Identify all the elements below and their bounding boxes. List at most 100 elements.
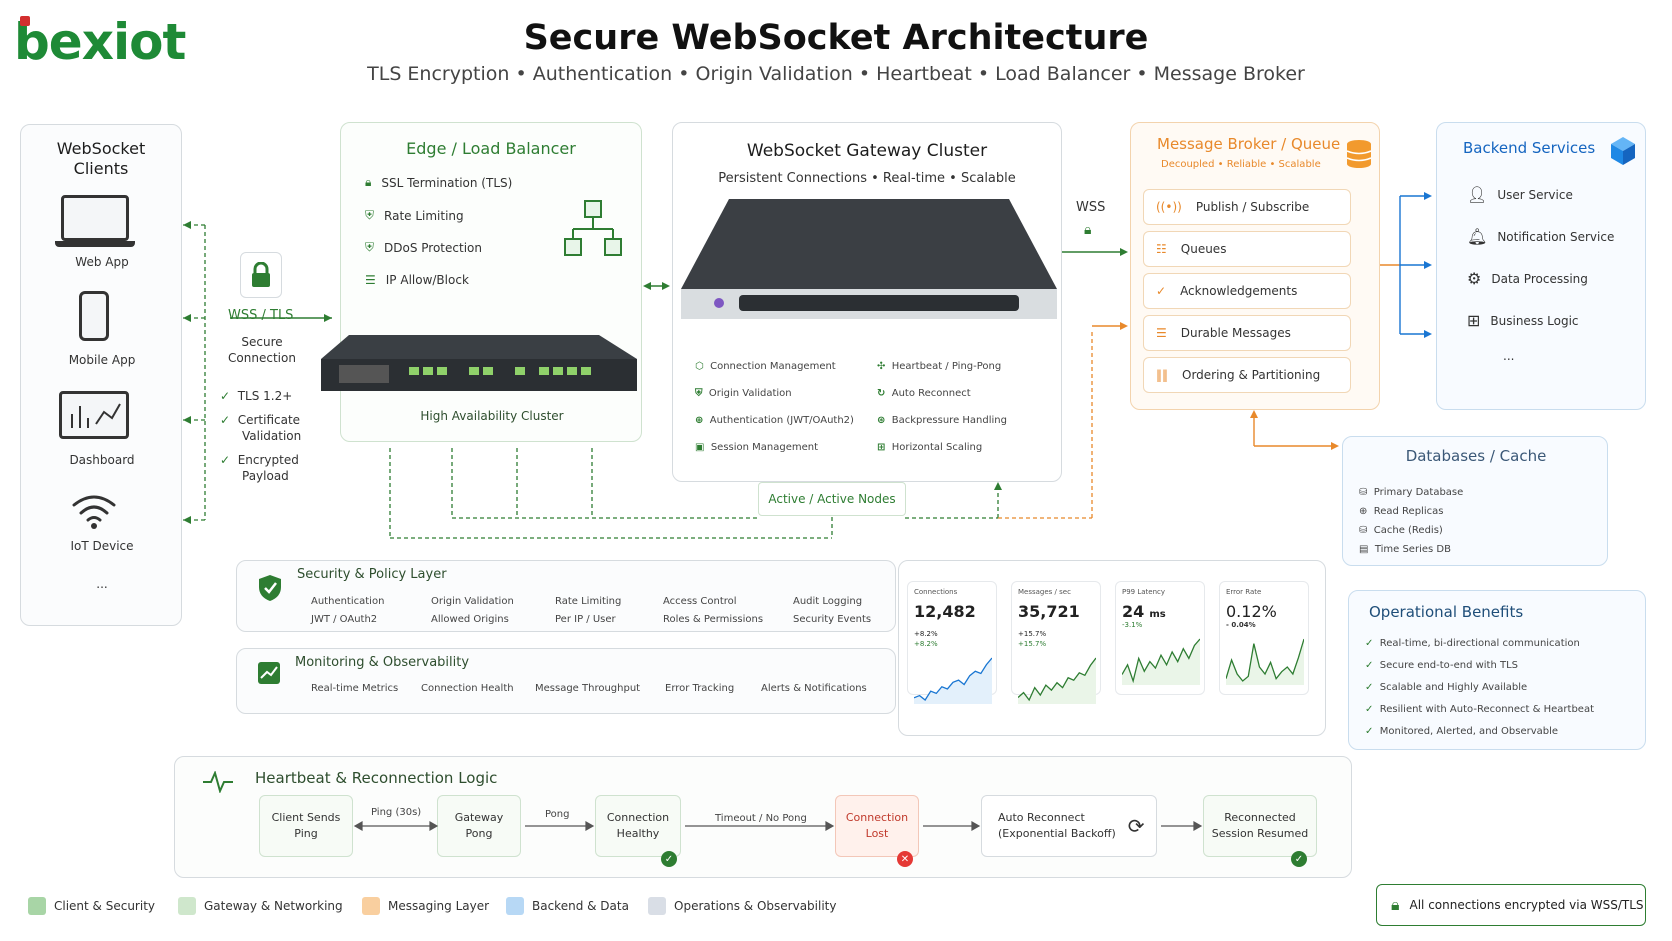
gateway-feature: Heartbeat / Ping-Pong (891, 361, 1002, 372)
metric-card: Connections 12,482 +8.2% +8.2% (907, 581, 997, 704)
gateway-right-features: ✣ Heartbeat / Ping-Pong ↻ Auto Reconnect… (877, 353, 1007, 461)
clients-panel: WebSocket Clients Web App Mobile App Das… (20, 124, 182, 626)
chart-up-icon (258, 662, 280, 684)
connection-icon: ⬡ (695, 361, 704, 372)
edge-caption: High Availability Cluster (420, 409, 564, 423)
backend-item: User Service (1497, 187, 1573, 202)
client-web-app[interactable]: Web App (75, 255, 129, 269)
gateway-feature: Connection Management (710, 361, 836, 372)
gateway-feature: Auto Reconnect (891, 388, 971, 399)
heartbeat-arrows (353, 820, 1203, 832)
replica-icon: ⊕ (1359, 506, 1368, 517)
hb-step-line: Reconnected (1224, 811, 1296, 824)
hb-step-line: (Exponential Backoff) (998, 827, 1116, 840)
client-dashboard[interactable]: Dashboard (69, 453, 135, 467)
clients-title-line: Clients (73, 159, 129, 178)
metric-label: Connections (914, 588, 958, 596)
benefit-item: Scalable and Highly Available (1379, 682, 1528, 693)
legend-item: Gateway & Networking (178, 897, 343, 915)
secure-connection-line: Secure (241, 335, 283, 349)
subtitle-item: Authentication (532, 63, 673, 85)
resumed-check-icon: ✓ (1291, 851, 1307, 867)
secure-connection-label: Secure Connection (222, 334, 302, 366)
monitoring-title: Monitoring & Observability (295, 655, 470, 670)
backend-panel: Backend Services 👤︎User Service 🔔︎Notifi… (1436, 122, 1646, 410)
phone-icon (79, 291, 109, 341)
metric-unit: ms (1149, 609, 1166, 620)
client-iot-device[interactable]: IoT Device (70, 539, 134, 553)
lock-icon: 🔒︎ (1391, 895, 1400, 914)
database-item: Time Series DB (1374, 544, 1451, 555)
hb-step-reconnect: Auto Reconnect(Exponential Backoff)⟳ (981, 795, 1157, 857)
metric-delta: +8.2% (914, 630, 938, 638)
legend-label: Messaging Layer (388, 899, 490, 913)
legend-item: Backend & Data (506, 897, 629, 915)
legend-swatch (648, 897, 666, 915)
gateway-title: WebSocket Gateway Cluster (746, 141, 988, 161)
databases-panel: Databases / Cache ⛁ Primary Database ⊕ R… (1342, 436, 1608, 566)
subtitle-item: Heartbeat (876, 63, 972, 85)
gear-icon: ⚙ (1467, 269, 1482, 288)
edge-feature: IP Allow/Block (385, 273, 469, 287)
monitoring-item: Message Throughput (535, 683, 641, 694)
broker-item-label: Publish / Subscribe (1195, 200, 1310, 214)
metric-label: P99 Latency (1122, 588, 1166, 596)
gateway-subtitle: Persistent Connections • Real-time • Sca… (718, 171, 1016, 186)
client-mobile-app[interactable]: Mobile App (68, 353, 136, 367)
legend-item: Client & Security (28, 897, 155, 915)
shield-icon: ⛨ (365, 208, 375, 222)
check-icon: ✓ (220, 389, 231, 403)
sparkline-area (1122, 639, 1200, 685)
metrics-dashboard: Connections 12,482 +8.2% +8.2% Messages … (898, 560, 1326, 736)
metric-card: Error Rate 0.12% - 0.04% (1219, 581, 1309, 695)
broker-subtitle: Decoupled • Reliable • Scalable (1161, 159, 1321, 170)
databases-title: Databases / Cache (1405, 447, 1547, 465)
broker-item-label: Durable Messages (1180, 326, 1291, 340)
security-col-a: Authentication (311, 596, 385, 607)
check-item: TLS 1.2+ (237, 389, 293, 403)
hb-step-line: Healthy (616, 827, 660, 840)
security-col-b: Roles & Permissions (663, 614, 764, 625)
queue-icon: ☷ (1156, 242, 1167, 256)
wifi-icon (69, 491, 119, 535)
check-icon: ✓ (1365, 704, 1374, 715)
legend-label: Operations & Observability (674, 899, 837, 913)
page-title: Secure WebSocket Architecture (523, 18, 1149, 58)
heartbeat-title: Heartbeat & Reconnection Logic (255, 769, 498, 787)
legend-swatch (178, 897, 196, 915)
wss-tls-label: WSS / TLS (228, 308, 294, 323)
storage-icon: ☰ (1156, 326, 1167, 340)
database-item: Primary Database (1373, 487, 1464, 498)
refresh-icon: ⟳ (1127, 814, 1145, 838)
page-subtitle: TLS Encryption • Authentication • Origin… (367, 63, 1305, 85)
network-tree-icon (564, 200, 622, 256)
monitoring-item: Real-time Metrics (311, 683, 399, 694)
dashboard-icon (59, 391, 129, 439)
bell-icon: 🔔︎ (1467, 227, 1488, 246)
session-icon: ▣ (695, 442, 705, 453)
metric-change: +15.7% (1018, 640, 1047, 648)
healthy-check-icon: ✓ (661, 851, 677, 867)
benefit-item: Real-time, bi-directional communication (1379, 638, 1580, 649)
security-col-b: JWT / OAuth2 (311, 614, 378, 625)
broker-panel: Message Broker / Queue Decoupled • Relia… (1130, 122, 1380, 410)
list-icon: ☰ (365, 273, 376, 287)
metric-value: 0.12% (1226, 602, 1277, 621)
edge-title: Edge / Load Balancer (406, 139, 576, 158)
subtitle-item: TLS Encryption (367, 63, 510, 85)
monitoring-item: Error Tracking (665, 683, 735, 694)
origin-icon: ⛨ (695, 388, 703, 399)
metric-change: -3.1% (1122, 621, 1143, 629)
scaling-icon: ⊞ (877, 442, 886, 453)
cube-icon (1611, 137, 1635, 165)
legend-label: Gateway & Networking (204, 899, 343, 913)
legend-swatch (28, 897, 46, 915)
user-icon: 👤︎ (1467, 185, 1488, 204)
secure-connection-line: Connection (228, 351, 296, 365)
sparkline-line (1017, 657, 1097, 702)
backend-more: ... (1503, 349, 1515, 363)
